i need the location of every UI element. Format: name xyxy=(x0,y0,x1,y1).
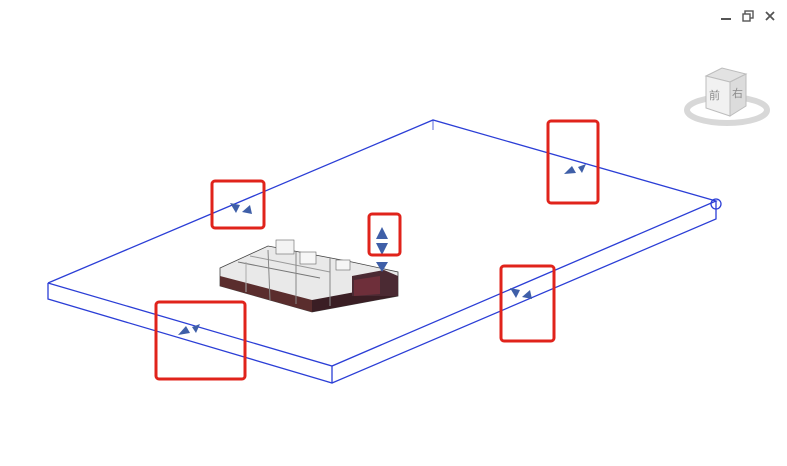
view-window-controls xyxy=(718,6,778,26)
section-box-grip-right[interactable] xyxy=(510,288,532,299)
highlight-box xyxy=(367,212,402,257)
viewcube-right-face[interactable]: 右 xyxy=(732,86,743,100)
highlight-box xyxy=(546,119,600,205)
viewcube[interactable]: 前 右 xyxy=(684,67,770,126)
building-model[interactable] xyxy=(219,239,399,313)
section-box-grip-left[interactable] xyxy=(178,324,200,335)
highlight-box xyxy=(154,300,247,381)
section-box-grip-vertical[interactable] xyxy=(376,227,388,272)
section-box-rotate-handle xyxy=(710,198,722,210)
section-box-grip-top-left[interactable] xyxy=(230,203,252,214)
minimize-icon[interactable] xyxy=(718,8,734,24)
viewcube-front-face[interactable]: 前 xyxy=(709,88,720,102)
close-icon[interactable] xyxy=(762,8,778,24)
section-box-grip-top-right[interactable] xyxy=(564,164,586,174)
highlight-box xyxy=(210,179,266,230)
highlight-box xyxy=(499,264,556,343)
restore-icon[interactable] xyxy=(740,8,756,24)
section-box[interactable] xyxy=(47,119,722,384)
